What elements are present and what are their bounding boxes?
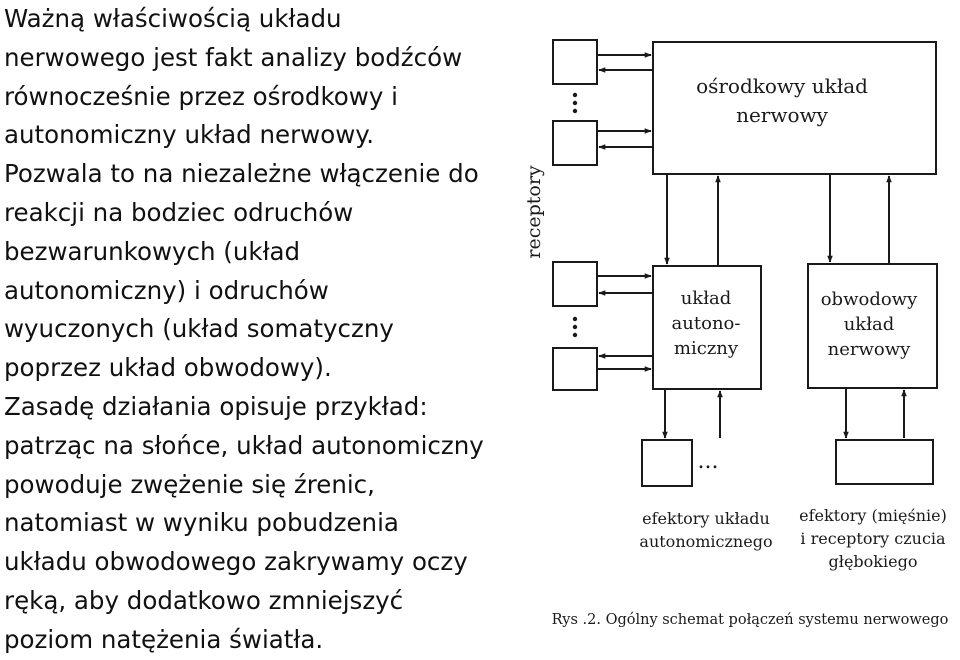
text-line: ręką, aby dodatkowo zmniejszyć <box>4 585 404 615</box>
effector-ellipsis: ... <box>698 449 719 474</box>
slide-text-block: Ważną właściwością układu nerwowego jest… <box>4 0 544 660</box>
effector-box-ans <box>641 439 693 487</box>
text-line: Ważną właściwością układu <box>4 4 342 33</box>
text-line: powoduje zwężenie się źrenic, <box>4 469 375 499</box>
text-line: wyuczonych (układ somatyczny <box>4 314 394 344</box>
text-line: patrząc na słońce, układ autonomiczny <box>4 430 484 460</box>
effectors-pns-line1: efektory (mięśnie) <box>799 506 947 525</box>
effectors-pns-line2: i receptory czucia <box>800 529 946 548</box>
cns-label-line2: nerwowy <box>736 103 829 127</box>
receptor-box-top-1 <box>552 39 598 85</box>
text-line: układu obwodowego zakrywamy oczy <box>4 547 468 577</box>
receptor-box-mid-1 <box>552 261 598 307</box>
ans-label-line3: miczny <box>674 338 739 359</box>
text-line: autonomiczny układ nerwowy. <box>4 120 375 150</box>
text-line: Pozwala to na niezależne włączenie do <box>4 159 479 189</box>
effectors-pns-line3: głębokiego <box>829 552 918 571</box>
text-line: nerwowego jest fakt analizy bodźców <box>4 42 463 72</box>
effectors-ans-line2: autonomicznego <box>639 532 772 551</box>
figure-caption: Rys .2. Ogólny schemat połączeń systemu … <box>552 612 949 628</box>
pns-box <box>807 263 938 389</box>
ans-label-line1: układ <box>681 288 732 309</box>
receptors-label: receptory <box>523 165 545 259</box>
pns-label-line3: nerwowy <box>828 339 912 360</box>
text-line: poprzez układ obwodowy). <box>4 353 332 383</box>
receptor-box-top-2 <box>552 120 598 166</box>
pns-label-line2: układ <box>844 314 895 335</box>
text-line: Zasadę działania opisuje przykład: <box>4 391 428 421</box>
ans-box <box>652 265 762 390</box>
ans-label-line2: autono- <box>672 313 741 334</box>
effector-box-pns <box>835 439 934 485</box>
text-line: reakcji na bodziec odruchów <box>4 197 354 227</box>
receptor-box-mid-2 <box>552 347 598 391</box>
text-line: równocześnie przez ośrodkowy i <box>4 81 398 111</box>
cns-box <box>652 41 937 175</box>
text-line: autonomiczny) i odruchów <box>4 275 329 305</box>
effectors-ans-line1: efektory układu <box>642 509 770 528</box>
pns-label-line1: obwodowy <box>821 289 918 310</box>
cns-label-line1: ośrodkowy układ <box>696 74 868 98</box>
receptor-ellipsis-dots <box>572 92 578 338</box>
text-line: bezwarunkowych (układ <box>4 236 301 266</box>
text-line: natomiast w wyniku pobudzenia <box>4 508 399 538</box>
